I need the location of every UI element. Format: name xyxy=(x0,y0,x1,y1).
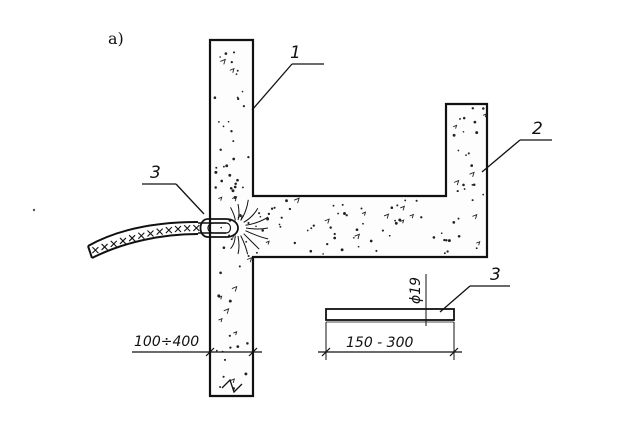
label-part-3-right: 3 xyxy=(490,265,501,285)
leader-line-1 xyxy=(251,63,293,111)
subfigure-label: a) xyxy=(108,29,124,48)
vibrator-hose xyxy=(87,221,200,259)
rod-detail xyxy=(325,308,455,321)
rod-insert xyxy=(198,218,239,238)
leader-line-2 xyxy=(481,139,521,173)
label-part-3-left: 3 xyxy=(150,163,161,183)
label-part-1: 1 xyxy=(290,43,301,63)
concrete-aggregate xyxy=(213,51,487,390)
leader-line-3-right xyxy=(439,285,471,313)
thickness-dimension: 100÷400 xyxy=(134,334,199,350)
label-part-2: 2 xyxy=(532,119,543,139)
diameter-dimension: ϕ19 xyxy=(408,277,424,304)
vibration-rays xyxy=(230,199,269,255)
length-dimension: 150 - 300 xyxy=(346,335,413,351)
concrete-body xyxy=(208,38,489,398)
break-line xyxy=(221,378,243,394)
